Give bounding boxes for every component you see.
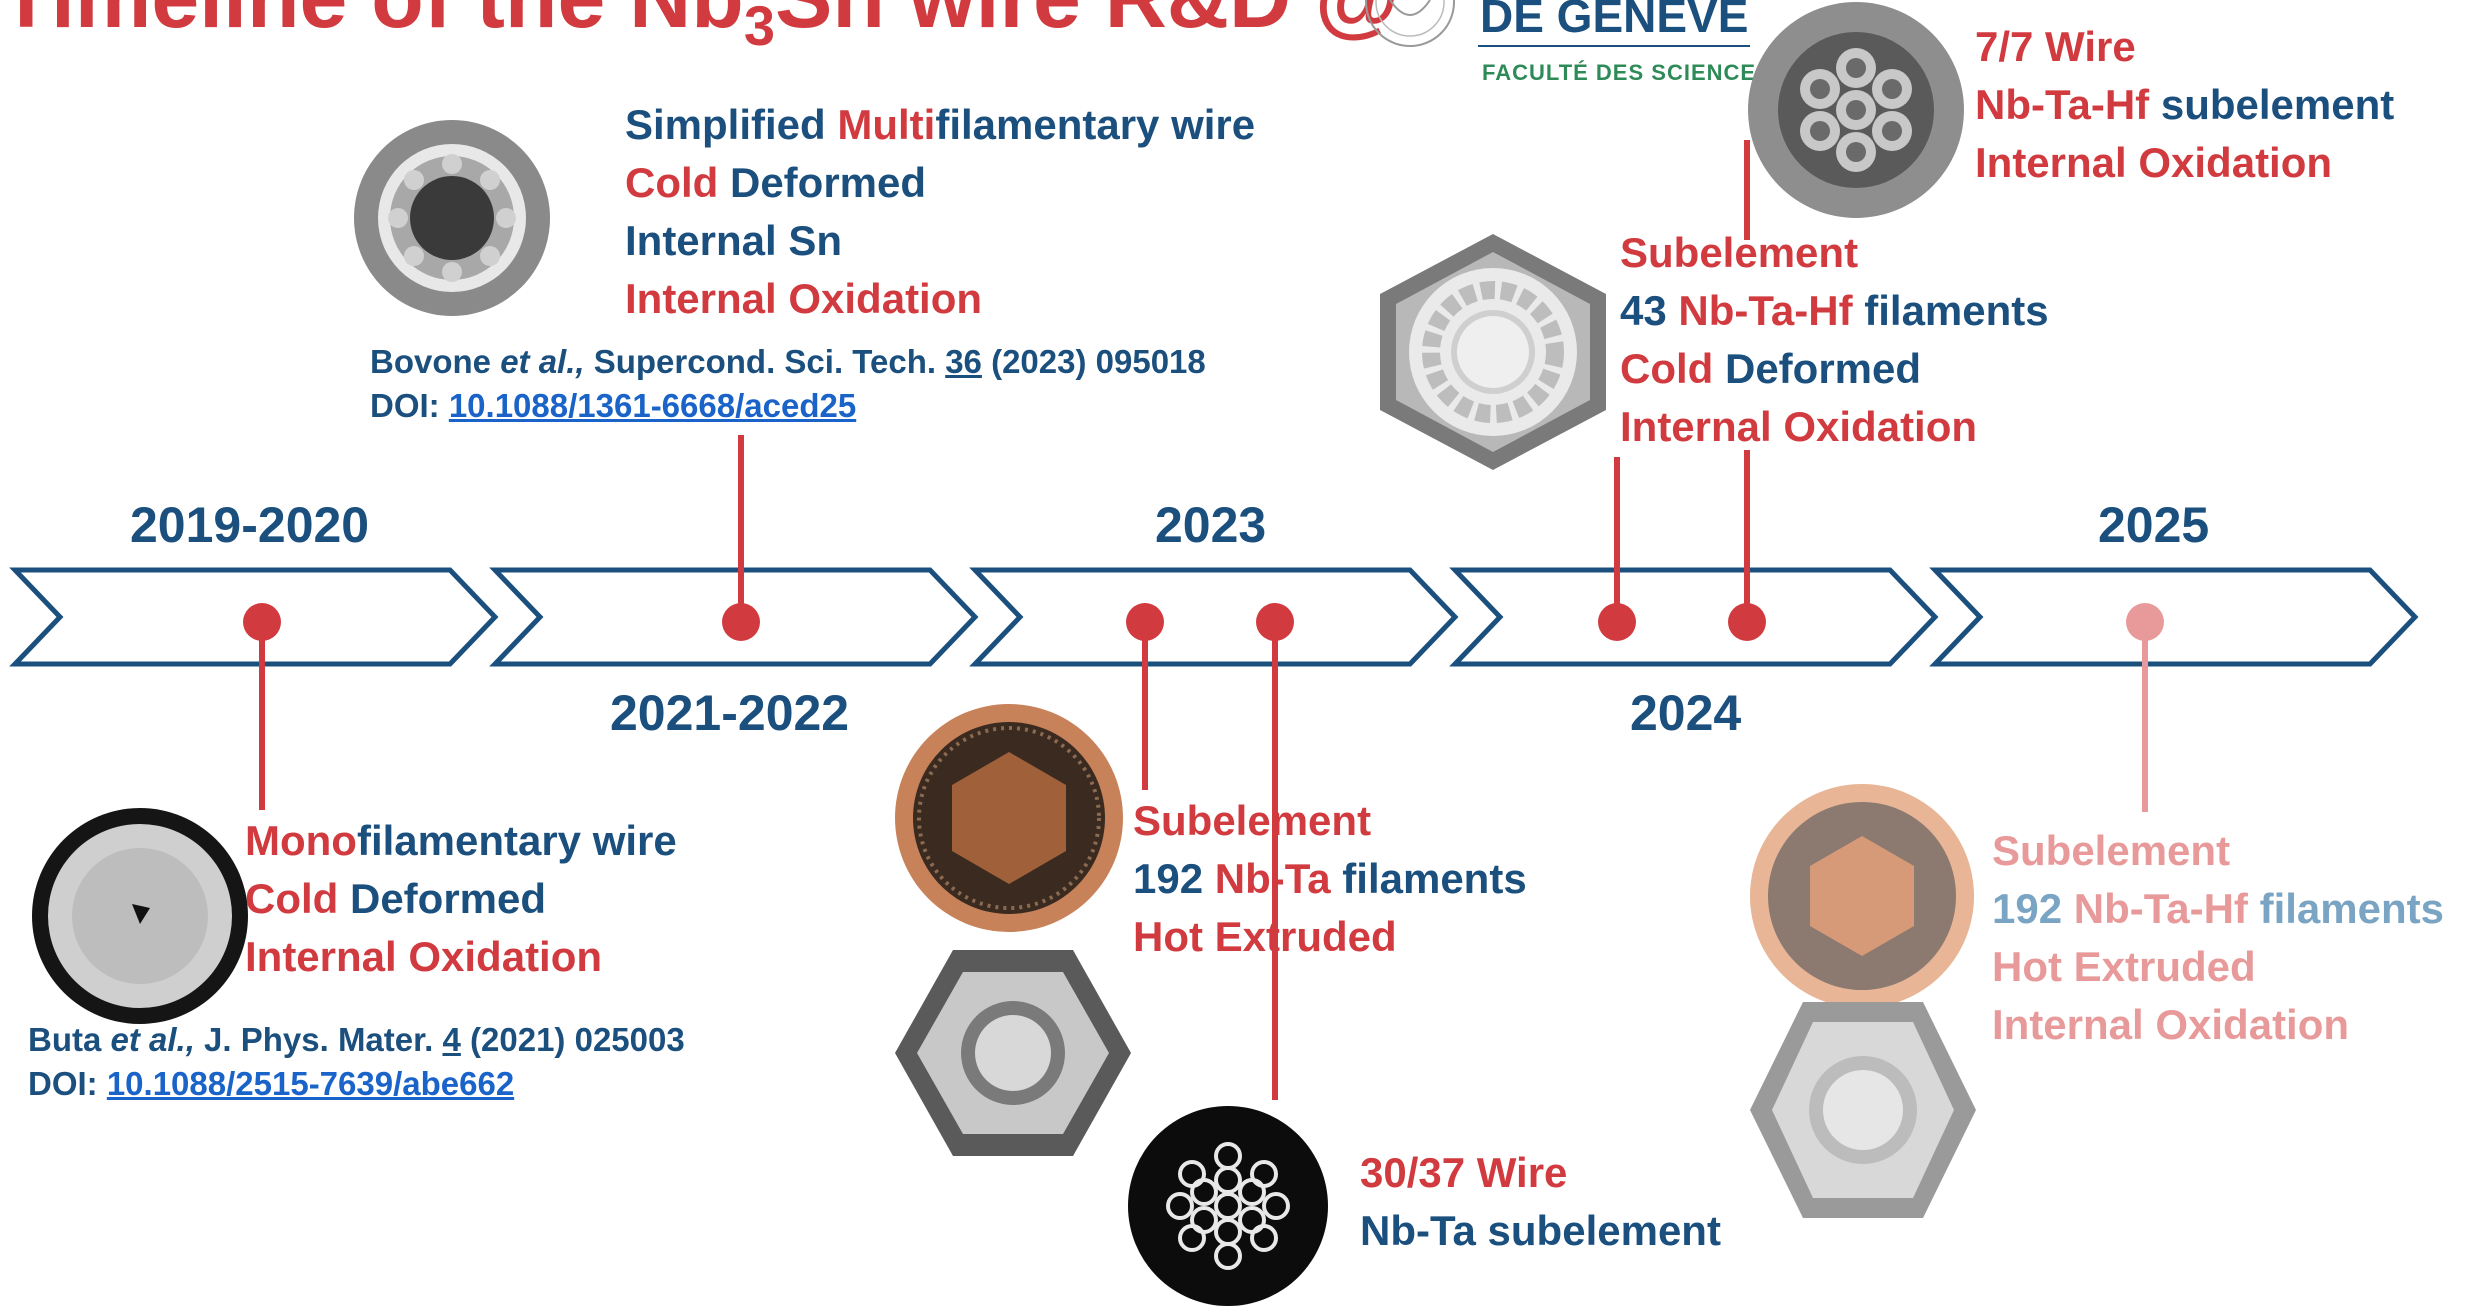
year-label-2025: 2025 xyxy=(2098,497,2210,553)
logo-name: DE GENEVE xyxy=(1480,0,1749,42)
dot-sub192 xyxy=(1126,603,1164,641)
doi-link-bovone[interactable]: 10.1088/1361-6668/aced25 xyxy=(448,387,857,424)
chevron-2024 xyxy=(1449,567,1939,667)
entry-mono: Monofilamentary wire Cold Deformed Inter… xyxy=(245,812,677,986)
mono-deformed: Deformed xyxy=(338,875,547,922)
year-label-2019: 2019-2020 xyxy=(130,497,370,553)
logo-faculty: FACULTÉ DES SCIENCES xyxy=(1482,60,1772,85)
subelement-192hf-hex-image xyxy=(1750,1002,1976,1218)
multi-wire-crosssection-image xyxy=(354,120,550,316)
entry-wire77: 7/7 Wire Nb-Ta-Hf subelement Internal Ox… xyxy=(1975,23,2395,186)
wire-77-image xyxy=(1748,2,1964,218)
chevron-2025 xyxy=(1929,567,2419,667)
dot-sub43 xyxy=(1598,603,1636,641)
wire-3037-image xyxy=(1128,1106,1328,1306)
mono-word: Mono xyxy=(245,817,357,864)
mono-cold: Cold xyxy=(245,875,339,922)
ref-buta: Buta et al., J. Phys. Mater. 4 (2021) 02… xyxy=(28,1021,685,1102)
dot-mono xyxy=(243,603,281,641)
entry-sub192: Subelement 192 Nb-Ta filaments Hot Extru… xyxy=(1133,797,1527,960)
logo-divider xyxy=(1478,45,1750,47)
entry-sub192hf: Subelement 192 Nb-Ta-Hf filaments Hot Ex… xyxy=(1992,827,2444,1048)
mono-filamentary: filamentary wire xyxy=(356,817,677,864)
mono-wire-crosssection-image xyxy=(28,804,252,1028)
dot-wire3037 xyxy=(1256,603,1294,641)
page-title: Timeline of the Nb3Sn wire R&D @ xyxy=(0,0,1399,58)
dot-multi xyxy=(722,603,760,641)
mono-oxidation: Internal Oxidation xyxy=(245,933,603,980)
entry-sub43: Subelement 43 Nb-Ta-Hf filaments Cold De… xyxy=(1620,229,2049,450)
subelement-192-hex-image xyxy=(895,950,1131,1156)
entry-wire3037: 30/37 Wire Nb-Ta subelement xyxy=(1360,1149,1721,1254)
doi-link-buta[interactable]: 10.1088/2515-7639/abe662 xyxy=(106,1065,515,1102)
subelement-192hf-copper-image xyxy=(1750,784,1974,1008)
chevron-2019 xyxy=(9,567,499,667)
subelement-192-copper-image xyxy=(895,704,1123,932)
year-label-2023: 2023 xyxy=(1155,497,1267,553)
chevron-2023 xyxy=(969,567,1459,667)
dot-sub192hf xyxy=(2126,603,2164,641)
year-label-2021: 2021-2022 xyxy=(610,685,850,741)
ref-bovone: Bovone et al., Supercond. Sci. Tech. 36 … xyxy=(370,343,1206,424)
entry-multi: Simplified Multifilamentary wire Cold De… xyxy=(625,101,1256,322)
dot-wire77 xyxy=(1728,603,1766,641)
university-seal-icon xyxy=(1360,0,1460,50)
subelement-43-hex-image xyxy=(1380,234,1606,470)
year-label-2024: 2024 xyxy=(1630,685,1742,741)
chevron-2021 xyxy=(489,567,979,667)
